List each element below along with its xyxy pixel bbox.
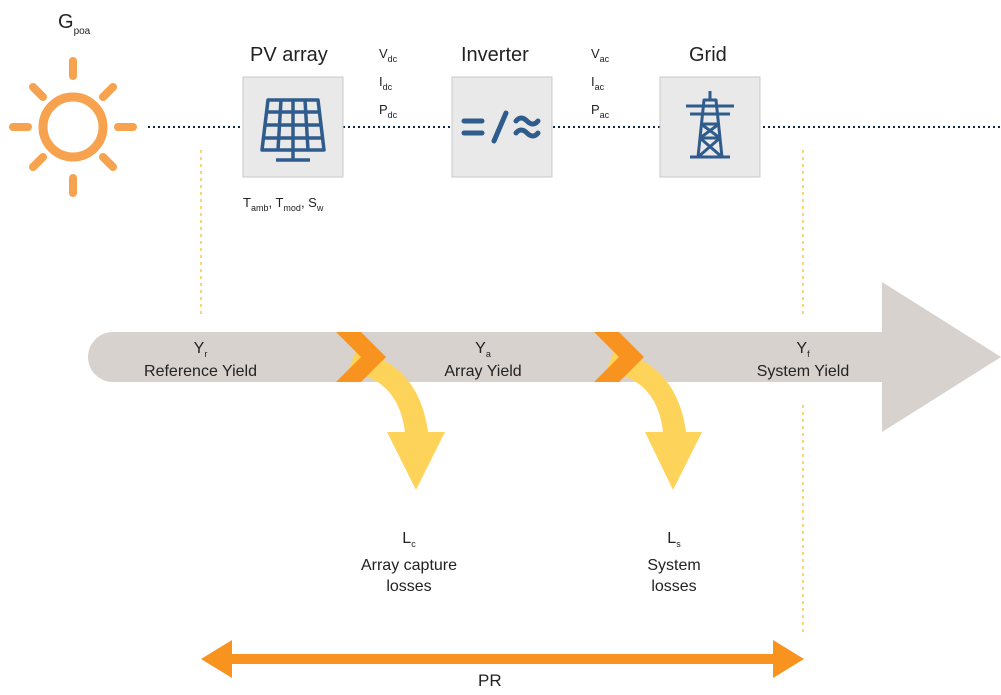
loss-chevron-1: [336, 332, 386, 382]
yield-flow-arrow: [88, 282, 1001, 432]
ac-current: Iac: [591, 74, 605, 92]
inverter-title: Inverter: [461, 44, 529, 66]
sun-icon: [9, 57, 137, 197]
dc-power: Pdc: [379, 102, 398, 120]
loss-chevron-2: [594, 332, 644, 382]
irradiance-label: Gpoa: [58, 11, 91, 37]
array-sensors: Tamb, Tmod, Sw: [243, 195, 324, 213]
dc-ac-conversion-icon: [461, 110, 541, 144]
transmission-tower-icon: [686, 91, 734, 159]
array-capture-losses-label: Lc Array capture losses: [360, 530, 458, 595]
system-loss-arrow: [606, 350, 702, 490]
ac-measurements: Vac Iac Pac: [591, 44, 609, 125]
ac-power: Pac: [591, 102, 610, 120]
ac-voltage: Vac: [591, 46, 610, 64]
pv-array-title: PV array: [250, 44, 328, 66]
dc-current: Idc: [379, 74, 393, 92]
pr-label: PR: [478, 671, 502, 690]
dc-measurements: Vdc Idc Pdc: [379, 44, 397, 125]
grid-title: Grid: [689, 44, 727, 66]
dc-voltage: Vdc: [379, 46, 398, 64]
array-capture-loss-arrow: [348, 350, 445, 490]
system-losses-label: Ls System losses: [647, 530, 701, 595]
solar-panel-icon: [260, 98, 326, 162]
pr-double-arrow: [201, 640, 804, 678]
array-yield-label: Ya Array Yield: [444, 340, 522, 380]
reference-yield-label: Yr Reference Yield: [144, 340, 257, 380]
system-yield-label: Yf System Yield: [756, 340, 850, 380]
